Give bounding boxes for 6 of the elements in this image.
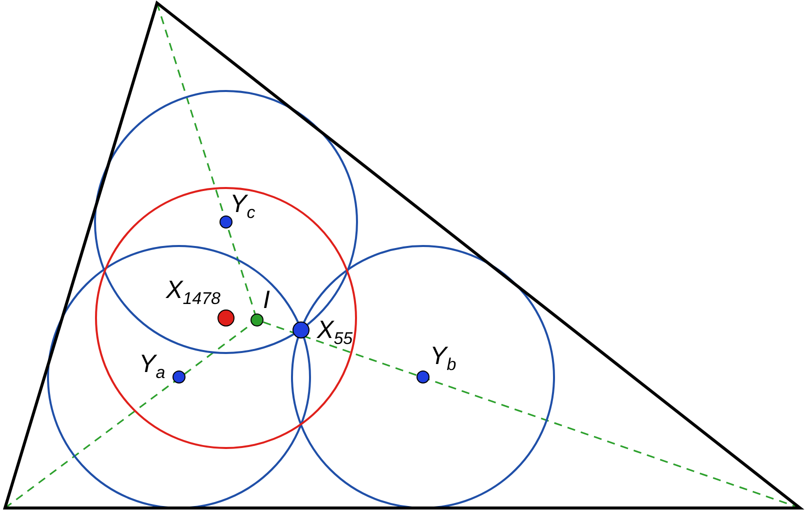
point-label: Y$_{c}$ (230, 192, 256, 221)
point-label: X$_{55}$ (317, 318, 353, 347)
point-label: I (263, 288, 270, 313)
point-label: Y$_{a}$ (139, 352, 166, 381)
point-label: Y$_{b}$ (430, 344, 456, 373)
point-label: X$_{1478}$ (166, 278, 221, 307)
